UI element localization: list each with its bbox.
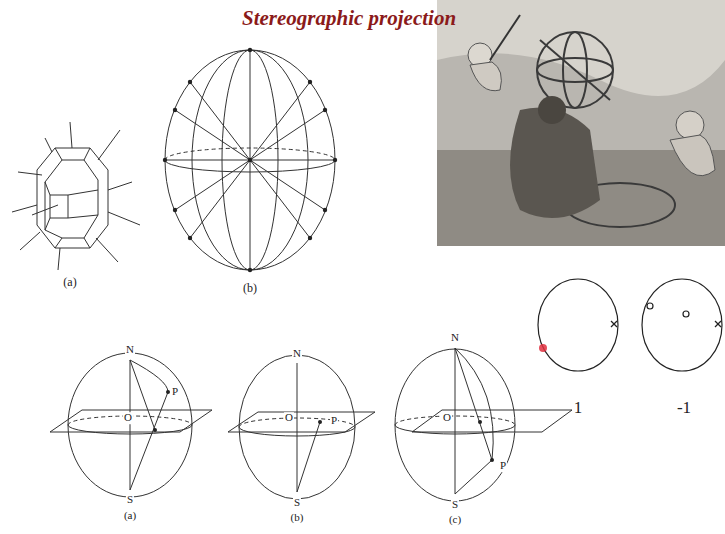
pole-label: N — [450, 332, 460, 344]
index-label: -1 — [676, 399, 692, 417]
point-label: O — [284, 412, 294, 424]
figure-label: (b) — [290, 512, 305, 524]
figure-label: (b) — [242, 282, 258, 295]
figure-label: (a) — [123, 510, 137, 522]
point-label: P — [330, 415, 338, 427]
figure-label: (c) — [448, 514, 462, 526]
pole-label: S — [126, 494, 134, 506]
point-label: P — [499, 460, 507, 472]
figure-label: (a) — [62, 276, 77, 289]
pole-label: N — [125, 344, 135, 356]
pole-label: S — [451, 499, 459, 511]
point-label: O — [442, 412, 452, 424]
page-title: Stereographic projection — [242, 6, 456, 31]
point-label: O — [123, 412, 133, 424]
pole-label: S — [293, 497, 301, 509]
pole-label: N — [292, 348, 302, 360]
point-label: P — [171, 386, 179, 398]
index-label: 1 — [573, 399, 584, 417]
